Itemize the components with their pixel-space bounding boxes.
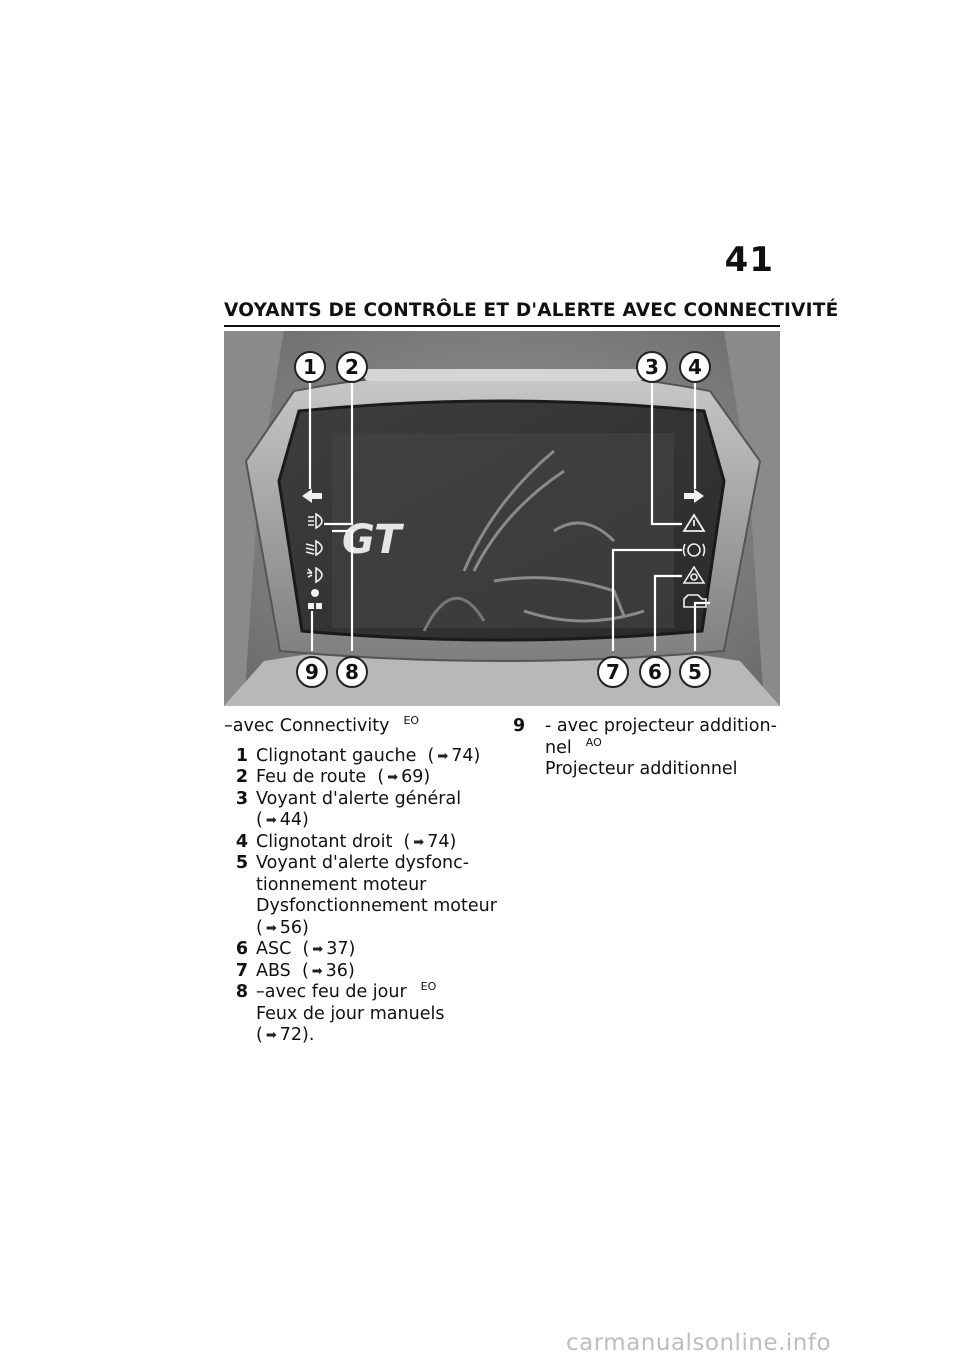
- svg-text:1: 1: [303, 355, 317, 379]
- item-number: 9: [513, 716, 526, 736]
- page-arrow-icon: ➡: [265, 1028, 277, 1043]
- item-label-continued: tionnement moteur: [256, 874, 427, 895]
- callout-8: 8: [336, 656, 368, 688]
- legend-item-4: 4 Clignotant droit (➡74): [224, 832, 494, 854]
- item-sublabel: Projecteur additionnel: [545, 759, 738, 779]
- page-reference[interactable]: (➡72).: [256, 1025, 315, 1045]
- svg-text:2: 2: [345, 355, 359, 379]
- right-fairing: [724, 331, 780, 706]
- page-reference[interactable]: (➡44): [256, 810, 309, 830]
- page-number: 41: [724, 240, 774, 280]
- item-number: 3: [235, 788, 248, 809]
- page-arrow-icon: ➡: [312, 942, 324, 957]
- instrument-cluster-figure: GT: [224, 331, 780, 706]
- page-arrow-icon: ➡: [265, 813, 277, 828]
- legend-item-8: 8 –avec feu de jour EO Feux de jour manue…: [224, 980, 494, 1047]
- page-reference[interactable]: (➡69): [377, 767, 431, 787]
- daytime-light-icon: [307, 566, 323, 584]
- callout-9: 9: [296, 656, 328, 688]
- intro-text: –avec Connectivity: [224, 716, 390, 736]
- callout-4: 4: [679, 351, 711, 383]
- page-arrow-icon: ➡: [387, 770, 399, 785]
- page-reference[interactable]: (➡74): [403, 831, 457, 852]
- low-beam-icon: [305, 539, 323, 557]
- page-arrow-icon: ➡: [437, 748, 449, 764]
- legend-item-5: 5 Voyant d'alerte dysfonc- tionnement mo…: [224, 853, 497, 939]
- item-number: 8: [235, 982, 248, 1002]
- svg-text:3: 3: [645, 355, 659, 379]
- callout-3: 3: [636, 351, 668, 383]
- legend-right-column: 9 - avec projecteur addition- nel AO Proj…: [513, 716, 783, 781]
- svg-text:6: 6: [648, 660, 662, 684]
- item-label: - avec projecteur addition-: [545, 716, 777, 736]
- top-trim-strip: [364, 369, 644, 381]
- item-label: ASC: [256, 939, 292, 959]
- left-indicator-column: [302, 489, 323, 609]
- page-arrow-icon: ➡: [413, 834, 425, 850]
- item-sublabel: Feux de jour manuels: [256, 1003, 445, 1024]
- item-number: 2: [235, 767, 248, 787]
- engine-malfunction-icon: [683, 594, 707, 608]
- svg-text:8: 8: [345, 660, 359, 684]
- item-number: 5: [235, 853, 248, 873]
- equipment-tag: EO: [403, 714, 420, 728]
- page-arrow-icon: ➡: [311, 963, 323, 979]
- callout-5: 5: [679, 656, 711, 688]
- right-indicator-column: [682, 489, 707, 608]
- equipment-tag: AO: [585, 735, 602, 749]
- item-number: 6: [235, 939, 248, 959]
- page-reference[interactable]: (➡74): [427, 745, 481, 766]
- legend-item-1: 1 Clignotant gauche (➡74): [224, 746, 494, 768]
- left-fairing: [224, 331, 284, 706]
- watermark: carmanualsonline.info: [566, 1330, 832, 1356]
- general-warning-icon: [682, 513, 706, 532]
- item-number: 7: [235, 960, 248, 981]
- legend-intro: –avec Connectivity EO: [224, 714, 494, 738]
- item-sublabel: Dysfonctionnement moteur: [256, 896, 497, 916]
- legend-item-2: 2 Feu de route (➡69): [224, 767, 494, 789]
- title-rule: [224, 325, 780, 327]
- page-reference[interactable]: (➡37): [302, 939, 356, 959]
- motorcycle-silhouette: [422, 449, 645, 632]
- legend-item-9: 9 - avec projecteur addition- nel AO Proj…: [513, 716, 783, 781]
- section-title: VOYANTS DE CONTRÔLE ET D'ALERTE AVEC CON…: [224, 300, 839, 321]
- item-label: Feu de route: [256, 767, 367, 787]
- svg-text:5: 5: [688, 660, 702, 684]
- legend-item-7: 7 ABS (➡36): [224, 961, 494, 983]
- abs-icon: [682, 543, 706, 557]
- callout-7: 7: [597, 656, 629, 688]
- item-label: Voyant d'alerte dysfonc-: [256, 853, 470, 873]
- legend-item-6: 6 ASC (➡37): [224, 939, 494, 961]
- high-beam-icon: [308, 512, 323, 530]
- svg-text:4: 4: [688, 355, 702, 379]
- asc-icon: [682, 565, 706, 584]
- page-reference[interactable]: (➡56): [256, 917, 309, 938]
- callout-1: 1: [294, 351, 326, 383]
- item-number: 1: [235, 745, 248, 766]
- item-number: 4: [235, 831, 248, 852]
- page-arrow-icon: ➡: [265, 920, 277, 936]
- callout-labels: 1 2 3 4 5 6 7: [294, 351, 711, 688]
- equipment-tag: EO: [420, 980, 437, 994]
- legend-item-3: 3 Voyant d'alerte général (➡44): [224, 789, 494, 832]
- item-label: Clignotant droit: [256, 831, 393, 852]
- turn-right-icon: [684, 489, 704, 503]
- item-label: ABS: [256, 960, 291, 981]
- callout-6: 6: [639, 656, 671, 688]
- item-label: Clignotant gauche: [256, 745, 417, 766]
- item-label: –avec feu de jour: [256, 982, 407, 1002]
- turn-left-icon: [302, 489, 322, 503]
- leader-lines: [308, 376, 710, 651]
- svg-text:9: 9: [305, 660, 319, 684]
- auxiliary-light-icon: [308, 589, 322, 609]
- item-label: Voyant d'alerte général: [256, 788, 462, 809]
- page-reference[interactable]: (➡36): [301, 960, 355, 981]
- svg-text:7: 7: [606, 660, 620, 684]
- item-label-continued: nel: [545, 737, 572, 758]
- callout-2: 2: [336, 351, 368, 383]
